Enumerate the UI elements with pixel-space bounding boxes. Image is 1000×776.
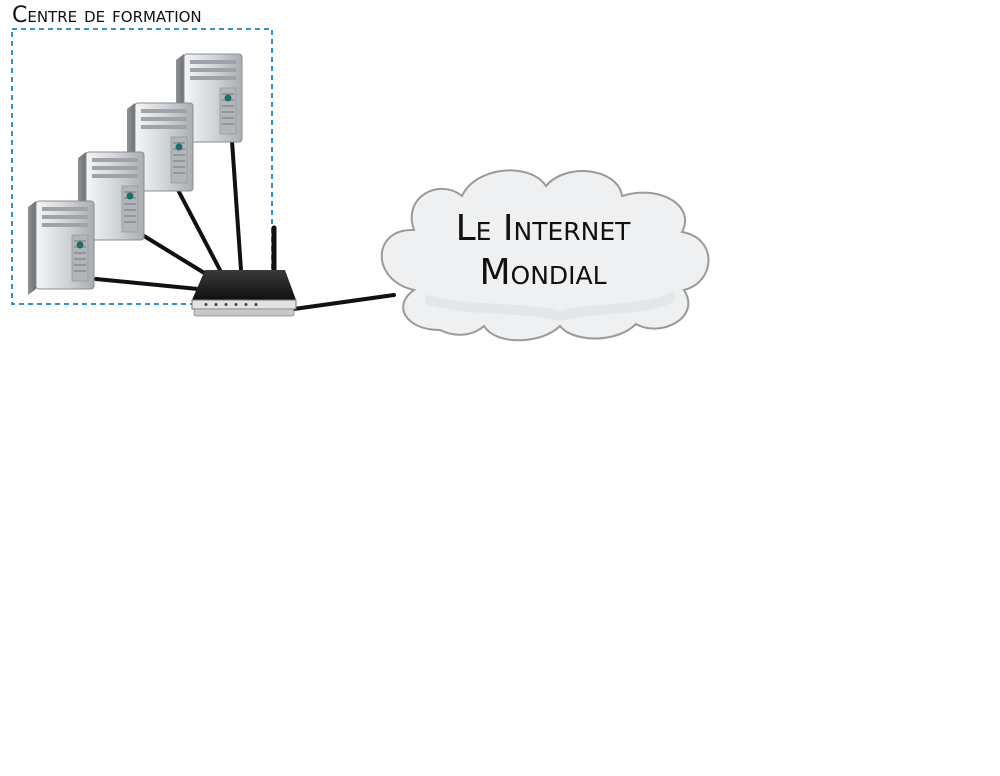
group-label: Centre de formation: [12, 3, 202, 28]
cable-internet: [292, 293, 396, 311]
cable-server-2: [142, 234, 208, 276]
server-tower-icon: [27, 200, 95, 296]
cable-server-3: [176, 188, 222, 272]
cloud-label-line2: Mondial: [479, 252, 606, 293]
cloud-icon: [380, 169, 710, 342]
training-centre-boundary: [11, 28, 273, 305]
cable-server-4: [230, 139, 243, 272]
cable-server-1: [94, 277, 200, 291]
wifi-router-icon: [191, 225, 297, 317]
cloud-label-line1: Le Internet: [456, 208, 632, 249]
cables: [94, 139, 396, 311]
